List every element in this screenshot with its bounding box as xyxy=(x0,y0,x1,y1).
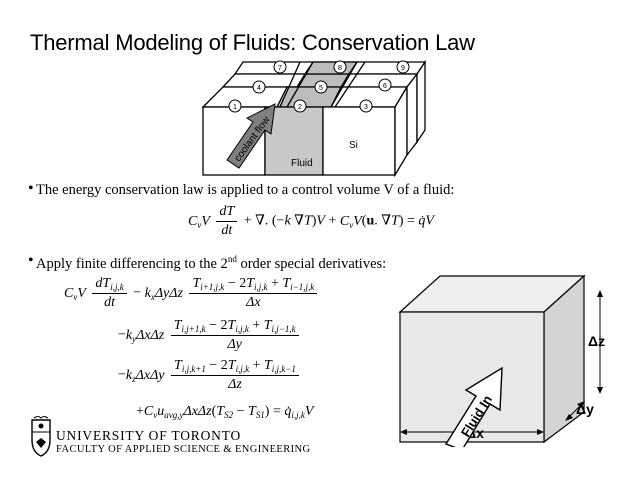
cell-number: 7 xyxy=(278,65,282,72)
cell-number: 9 xyxy=(401,65,405,72)
fd-equation-line-4: +Cvuavg,yΔxΔz(TS2 − TS1) = q̇i,j,kV xyxy=(136,404,314,420)
cell-number: 3 xyxy=(364,104,368,111)
cell-number: 1 xyxy=(233,104,237,111)
si-label: Si xyxy=(349,140,358,151)
cell-number: 6 xyxy=(383,83,387,90)
dy-label: Δy xyxy=(576,401,594,417)
faculty-name: FACULTY OF APPLIED SCIENCE & ENGINEERING xyxy=(56,444,311,455)
slide-title: Thermal Modeling of Fluids: Conservation… xyxy=(30,30,475,55)
bullet-energy-conservation: The energy conservation law is applied t… xyxy=(28,180,454,199)
control-volume-grid-figure: coolant flow Fluid Si 1 2 3 4 5 6 7 8 9 xyxy=(201,59,427,178)
control-volume-box-figure: Δz Δy Δx Fluid In xyxy=(398,274,605,447)
fluid-label: Fluid xyxy=(291,158,313,169)
cell-number: 8 xyxy=(338,65,342,72)
dz-label: Δz xyxy=(588,333,605,349)
cell-number: 2 xyxy=(298,104,302,111)
university-name: UNIVERSITY OF TORONTO xyxy=(56,428,242,443)
coolant-arrow xyxy=(226,103,276,169)
bullet-finite-differencing: Apply finite differencing to the 2nd ord… xyxy=(28,252,386,273)
fluid-in-arrow xyxy=(444,366,503,447)
cell-number: 4 xyxy=(257,85,261,92)
cell-number: 5 xyxy=(319,85,323,92)
university-crest-icon xyxy=(31,416,51,457)
